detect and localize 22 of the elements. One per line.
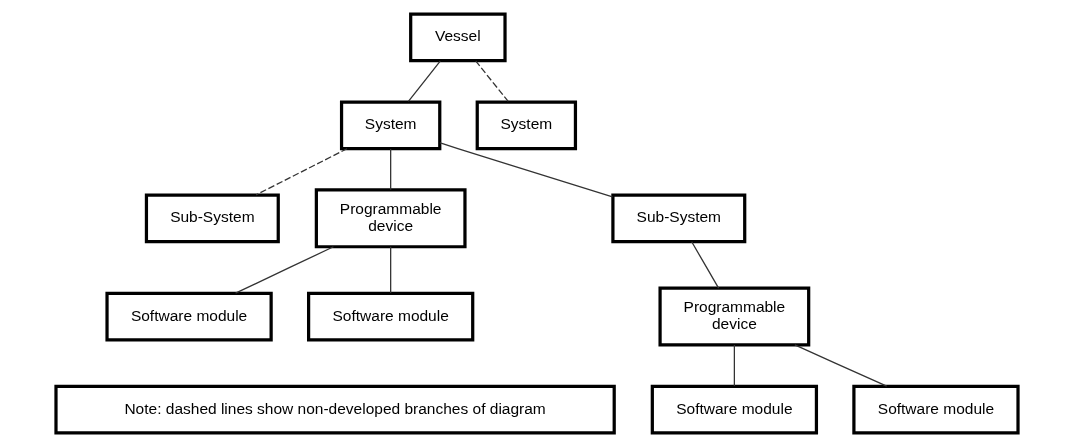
connector [407,60,441,102]
node-box: Programmable device [658,286,811,347]
node-box: System [475,99,578,150]
connector [794,343,888,387]
connector [733,343,736,387]
connector [691,240,720,289]
connector [475,60,509,102]
node-box: Sub-System [144,192,280,243]
connector [255,147,348,195]
node-box: Software module [307,291,475,341]
node-box: Software module [852,384,1020,434]
node-box: Software module [650,384,819,434]
node-box: System [339,99,442,150]
node-box: Software module [105,291,273,341]
connector [390,147,392,190]
node-box: Note: dashed lines show non-developed branches of diagram [54,384,616,434]
node-box: Vessel [409,12,507,62]
connector [439,141,614,197]
connector [390,245,392,294]
connector [234,245,335,294]
node-box: Sub-System [611,192,747,243]
node-box: Programmable device [314,187,467,248]
